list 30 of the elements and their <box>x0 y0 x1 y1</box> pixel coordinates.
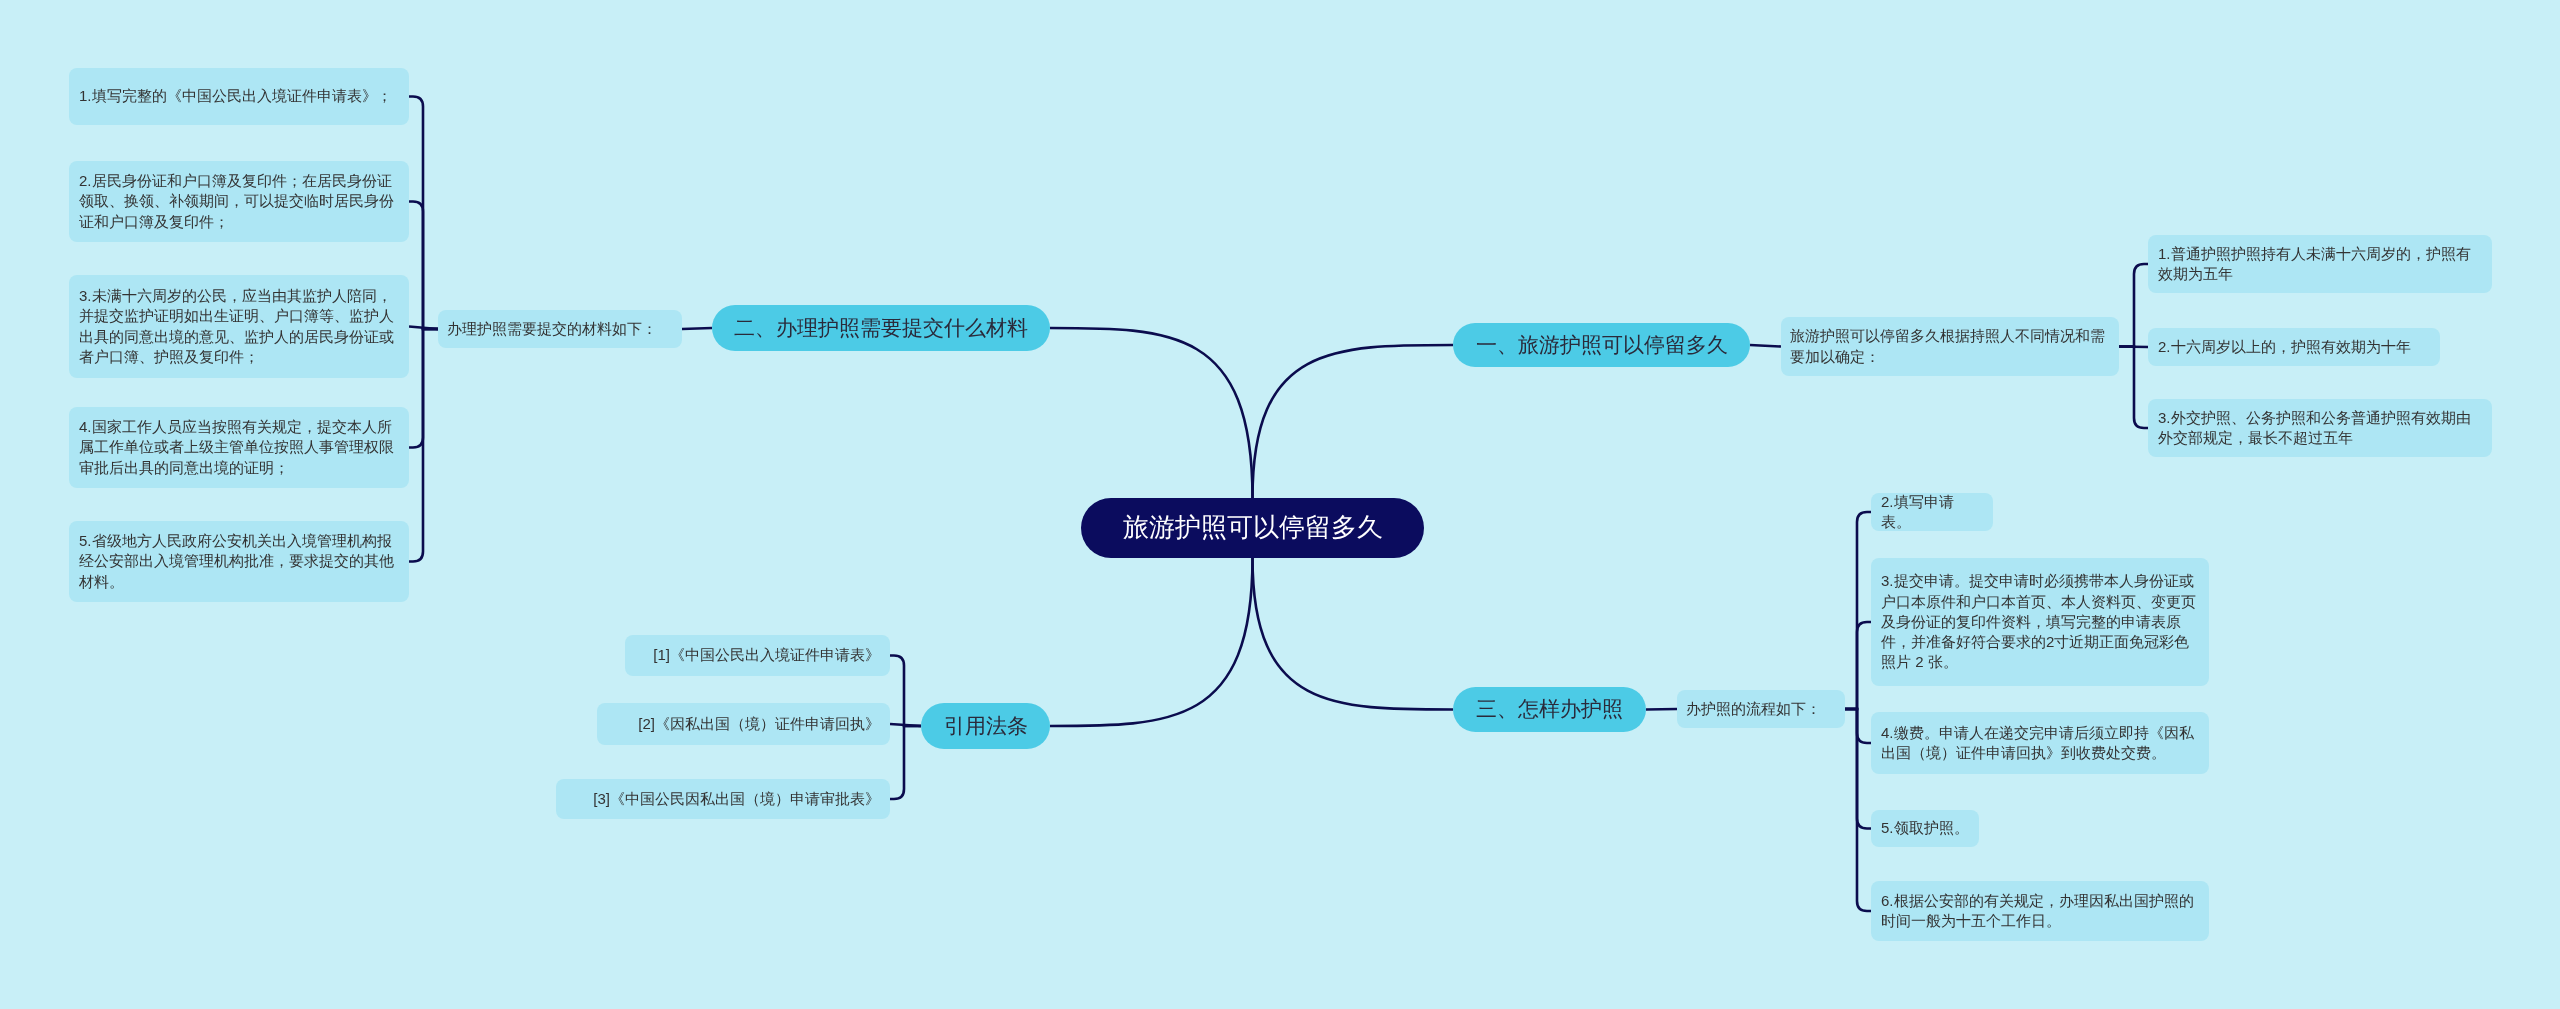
leaf-box: 2.填写申请表。 <box>1871 493 1993 531</box>
branch-topic: 一、旅游护照可以停留多久 <box>1453 323 1750 367</box>
branch-topic: 引用法条 <box>921 703 1050 749</box>
leaf-box: 1.填写完整的《中国公民出入境证件申请表》； <box>69 68 409 125</box>
leaf-box: [2]《因私出国（境）证件申请回执》 <box>597 703 890 745</box>
leaf-box: 2.居民身份证和户口簿及复印件；在居民身份证领取、换领、补领期间，可以提交临时居民身份证和户口簿及复印件； <box>69 161 409 242</box>
connector-line <box>681 326 713 331</box>
central-topic: 旅游护照可以停留多久 <box>1081 498 1424 558</box>
connector-line <box>408 325 439 331</box>
subtopic-box: 旅游护照可以停留多久根据持照人不同情况和需要加以确定： <box>1781 317 2119 376</box>
leaf-box: 3.外交护照、公务护照和公务普通护照有效期由外交部规定，最长不超过五年 <box>2148 399 2492 457</box>
leaf-box: 2.十六周岁以上的，护照有效期为十年 <box>2148 328 2440 366</box>
branch-topic: 三、怎样办护照 <box>1453 687 1646 732</box>
leaf-box: 5.省级地方人民政府公安机关出入境管理机构报经公安部出入境管理机构批准，要求提交的其他材料。 <box>69 521 409 602</box>
connector-line <box>1645 707 1678 711</box>
leaf-box: 3.提交申请。提交申请时必须携带本人身份证或户口本原件和户口本首页、本人资料页、变更页及身份证的复印件资料，填写完整的申请表原件，并准备好符合要求的2寸近期正面免冠彩色照片 2 张。 <box>1871 558 2209 686</box>
connector-line <box>1050 557 1254 728</box>
connector-line <box>1749 343 1782 348</box>
leaf-box: 6.根据公安部的有关规定，办理因私出国护照的时间一般为十五个工作日。 <box>1871 881 2209 941</box>
leaf-box: [3]《中国公民因私出国（境）申请审批表》 <box>556 779 890 819</box>
leaf-box: 4.缴费。申请人在递交完申请后须立即持《因私出国（境）证件申请回执》到收费处交费。 <box>1871 712 2209 774</box>
connector-line <box>1050 326 1254 499</box>
leaf-box: 1.普通护照护照持有人未满十六周岁的，护照有效期为五年 <box>2148 235 2492 293</box>
leaf-box: 3.未满十六周岁的公民，应当由其监护人陪同，并提交监护证明如出生证明、户口簿等、监护人出具的同意出境的意见、监护人的居民身份证或者户口簿、护照及复印件； <box>69 275 409 378</box>
subtopic-box: 办理护照需要提交的材料如下： <box>438 310 682 348</box>
leaf-box: 4.国家工作人员应当按照有关规定，提交本人所属工作单位或者上级主管单位按照人事管理权限审批后出具的同意出境的证明； <box>69 407 409 488</box>
leaf-box: [1]《中国公民出入境证件申请表》 <box>625 635 890 676</box>
branch-topic: 二、办理护照需要提交什么材料 <box>712 305 1050 351</box>
subtopic-box: 办护照的流程如下： <box>1677 690 1845 728</box>
leaf-box: 5.领取护照。 <box>1871 810 1979 847</box>
